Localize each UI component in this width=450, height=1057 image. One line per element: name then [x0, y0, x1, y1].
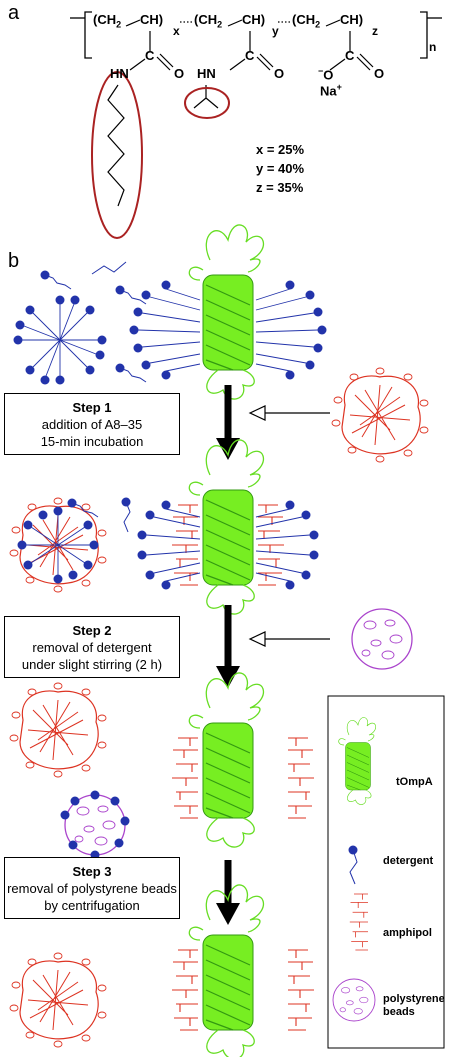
legend-beads-label-line2: beads: [383, 1006, 415, 1018]
carbonyl-c-1: C: [145, 48, 155, 63]
carbonyl-o-1: O: [174, 66, 185, 81]
formula-ch2-3: (CH2: [292, 12, 321, 30]
formula-x: x: [173, 24, 180, 38]
bead-with-detergent: [60, 790, 130, 860]
carbonyl-c-3: C: [345, 48, 355, 63]
mixed-micelle: [9, 497, 107, 593]
panel-a-label: a: [8, 2, 20, 24]
formula-n: n: [429, 40, 437, 54]
polymer-structure: [70, 11, 442, 239]
formula-ch-1: CH): [140, 12, 164, 27]
formula-ch-3: CH): [340, 12, 364, 27]
sodium-ion: Na+: [320, 82, 342, 99]
step1-line2: 15-min incubation: [40, 434, 144, 449]
step2-line1: removal of detergent: [32, 640, 152, 655]
legend-beads-label: polystyrene beads: [383, 993, 445, 1019]
step1-box: Step 1 addition of A8–35 15-min incubati…: [4, 393, 180, 455]
composition-z: z = 35%: [256, 180, 304, 195]
amphipol-free-row3: [9, 682, 107, 778]
isopropyl-oval: [184, 87, 230, 119]
composition-y: y = 40%: [256, 161, 305, 176]
legend-detergent-icon: [348, 845, 358, 885]
formula-ch2-2: (CH2: [194, 12, 223, 30]
step2-box: Step 2 removal of detergent under slight…: [4, 616, 180, 678]
formula-y: y: [272, 24, 279, 38]
legend-detergent-label: detergent: [383, 855, 434, 867]
step1-line1: addition of A8–35: [41, 417, 143, 432]
carbonyl-o-2: O: [274, 66, 285, 81]
free-detergent-row1: [40, 261, 147, 383]
step3-line2: by centrifugation: [44, 898, 140, 913]
protein-detergent-complex: [129, 224, 327, 400]
step2-line2: under slight stirring (2 h): [21, 657, 163, 672]
polystyrene-bead-added: [351, 608, 413, 670]
composition-x: x = 25%: [256, 142, 305, 157]
amide-hn-2: HN: [197, 66, 216, 81]
carboxylate-o: −O: [318, 66, 334, 83]
panel-b-label: b: [8, 250, 20, 272]
carbonyl-c-2: C: [245, 48, 255, 63]
legend-beads-label-line1: polystyrene: [383, 993, 445, 1005]
amphipol-free-row4: [9, 952, 107, 1048]
legend-amphipol-icon: [349, 893, 369, 951]
octyl-chain-oval: [91, 71, 143, 239]
formula-ch2-1: (CH2: [93, 12, 122, 30]
amide-hn-1: HN: [110, 66, 129, 81]
step1-title: Step 1: [72, 400, 112, 415]
carbonyl-o-3: O: [374, 66, 385, 81]
amphipol-added: [331, 367, 429, 463]
detergent-micelle: [13, 295, 107, 385]
step2-title: Step 2: [72, 623, 112, 638]
step3-title: Step 3: [72, 864, 112, 879]
protein-amphipol-complex-row3: [171, 672, 315, 848]
legend-tompa-label: tOmpA: [396, 776, 433, 788]
formula-ch-2: CH): [242, 12, 266, 27]
step3-box: Step 3 removal of polystyrene beads by c…: [4, 857, 180, 919]
protein-detergent-amphipol: [137, 439, 319, 615]
formula-z: z: [372, 24, 378, 38]
step3-line1: removal of polystyrene beads: [7, 881, 177, 896]
protein-amphipol-complex-final: [171, 884, 315, 1057]
legend-amphipol-label: amphipol: [383, 927, 432, 939]
